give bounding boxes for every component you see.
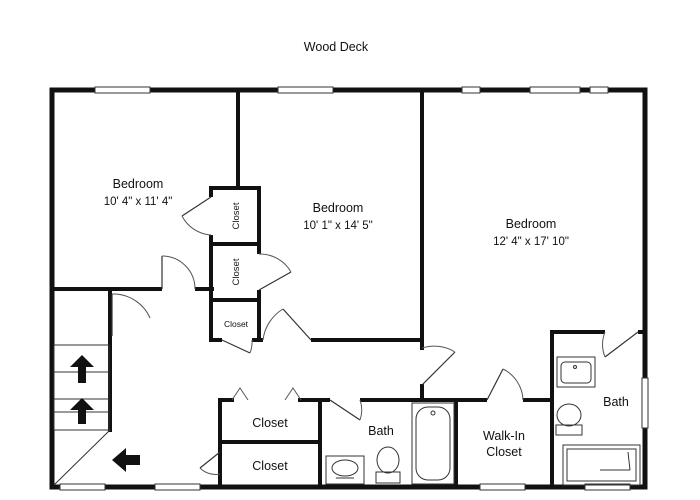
deck-label: Wood Deck — [304, 40, 369, 54]
bedroom-2-dimensions: 10' 1" x 14' 5" — [303, 220, 372, 232]
closet-d-label: Closet — [252, 416, 288, 430]
closet-a-label: Closet — [231, 202, 242, 229]
stairs-up-arrow-icon — [70, 398, 94, 424]
closet-e-label: Closet — [252, 459, 288, 473]
closet-b-label: Closet — [231, 258, 242, 285]
master-bath-sink — [556, 356, 596, 388]
stairs-up-arrow-icon — [70, 355, 94, 383]
walk-in-closet-label-line1: Walk-In — [483, 429, 525, 443]
bedroom-2-label: Bedroom — [313, 201, 364, 215]
main-bath-toilet — [375, 446, 401, 484]
interior-walls — [50, 88, 647, 489]
main-bath-label: Bath — [368, 424, 394, 438]
top-windows — [59, 86, 649, 491]
bedroom-3-dimensions: 12' 4" x 17' 10" — [493, 236, 569, 248]
bedroom-3-label: Bedroom — [506, 217, 557, 231]
shower — [562, 444, 641, 486]
bedroom-1-dimensions: 10' 4" x 11' 4" — [104, 196, 173, 208]
bedroom-1-label: Bedroom — [113, 177, 164, 191]
closet-c-label: Closet — [224, 319, 249, 329]
doors — [111, 196, 639, 475]
bathtub — [411, 402, 455, 485]
main-bath-sink — [325, 455, 365, 485]
walk-in-closet-label-line2: Closet — [486, 445, 522, 459]
master-bath-label: Bath — [603, 395, 629, 409]
master-bath-toilet — [555, 403, 583, 436]
staircase — [53, 344, 140, 486]
stairs-left-arrow-icon — [112, 448, 140, 472]
